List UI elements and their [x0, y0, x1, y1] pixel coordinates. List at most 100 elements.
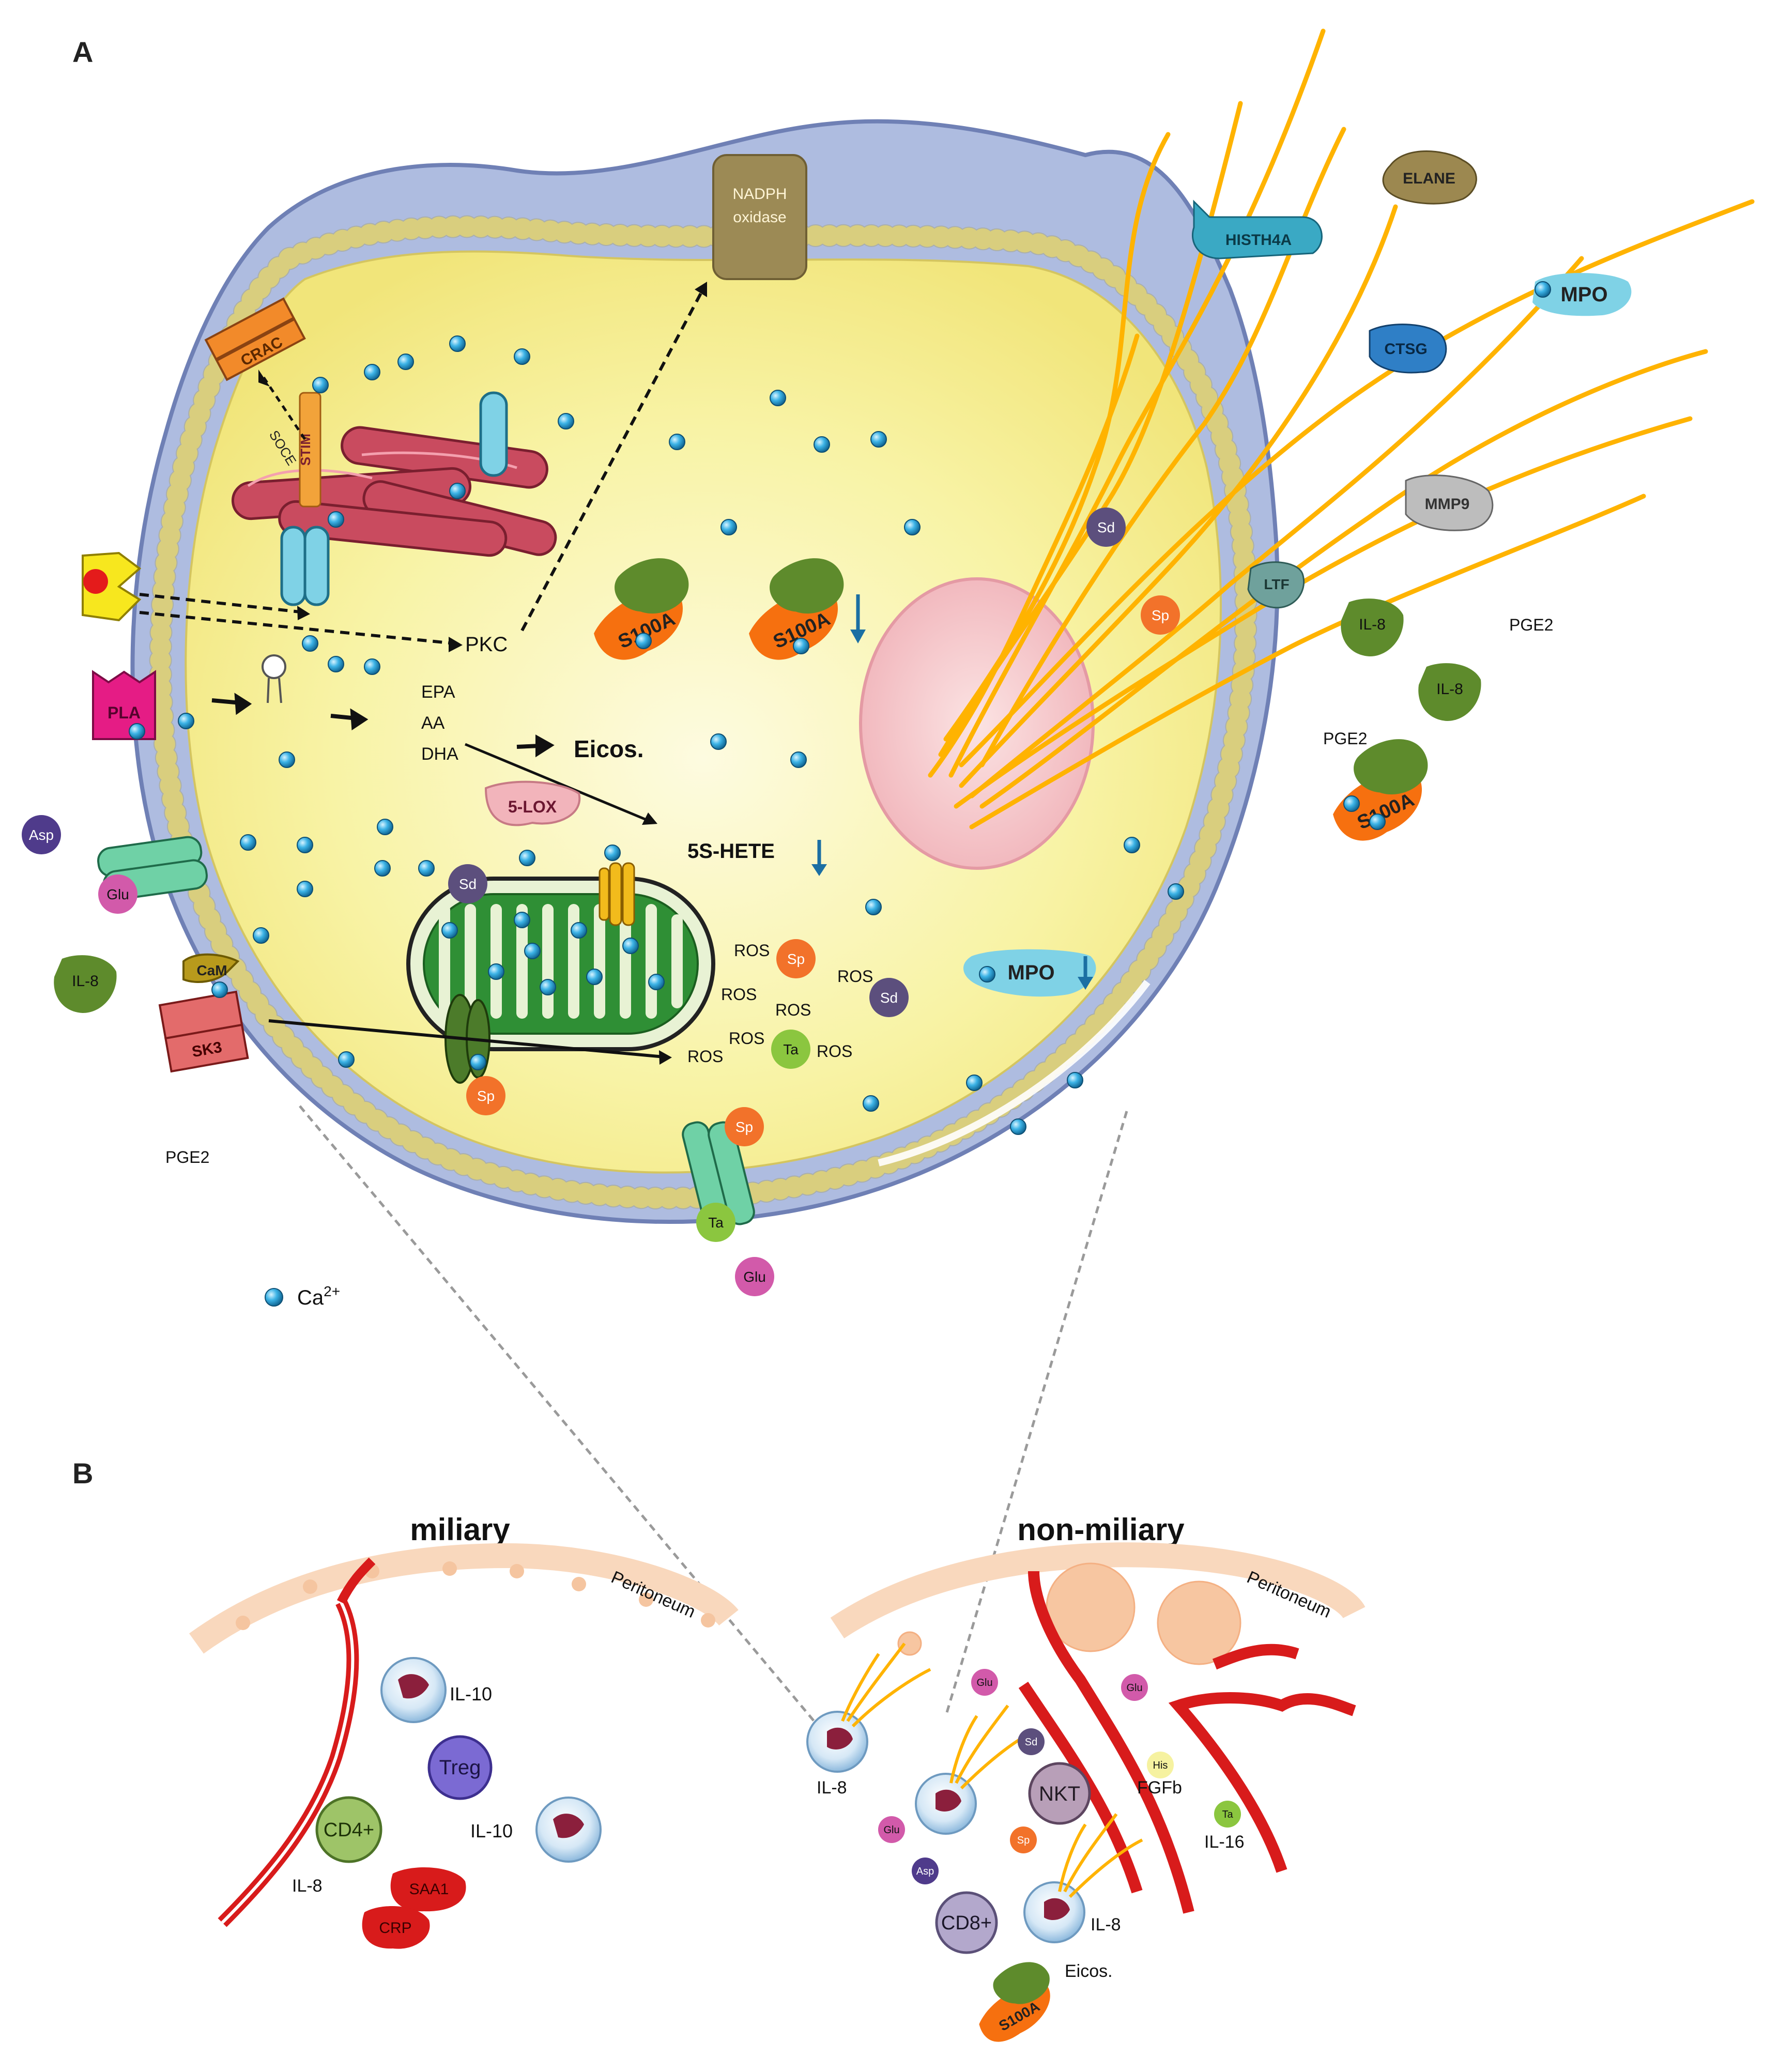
glu-molecule: Glu — [98, 874, 137, 914]
svg-text:EPA: EPA — [421, 682, 455, 702]
ta-molecule: Ta — [696, 1203, 735, 1242]
ltf-protein: LTF — [1247, 561, 1305, 609]
small-molecules-a: Sd Sp Sd Sp Sd Ta Sp Sp Ta Glu Asp Glu — [22, 508, 1180, 1296]
svg-text:Eicos.: Eicos. — [1065, 1961, 1113, 1981]
calcium-legend-icon — [265, 1288, 283, 1307]
svg-text:Treg: Treg — [439, 1756, 481, 1779]
svg-text:IL-8: IL-8 — [1436, 681, 1463, 698]
sp-molecule: Sp — [776, 939, 816, 978]
svg-text:CTSG: CTSG — [1384, 341, 1427, 358]
svg-text:5-LOX: 5-LOX — [508, 797, 557, 816]
sd-molecule: Sd — [869, 978, 909, 1017]
glu-molecule: Glu — [1121, 1674, 1148, 1701]
plasma-membrane — [150, 216, 1256, 1209]
svg-text:His: His — [1153, 1760, 1168, 1771]
il8-outside-3: IL-8 — [54, 955, 117, 1013]
svg-text:MMP9: MMP9 — [1425, 496, 1470, 513]
sp-molecule: Sp — [1141, 595, 1180, 635]
svg-text:ROS: ROS — [775, 1001, 811, 1019]
histh4a-protein: HISTH4A — [1191, 199, 1323, 259]
svg-text:Glu: Glu — [106, 886, 129, 902]
svg-text:IL-8: IL-8 — [1359, 616, 1386, 633]
svg-text:ROS: ROS — [721, 985, 757, 1004]
svg-text:CRP: CRP — [379, 1920, 411, 1937]
crp-protein: CRP — [362, 1906, 430, 1949]
svg-text:Sp: Sp — [1152, 607, 1169, 623]
non-miliary-title: non-miliary — [1017, 1512, 1185, 1547]
svg-text:Sd: Sd — [1097, 519, 1115, 535]
glu-molecule: Glu — [735, 1257, 774, 1296]
phospholipid — [262, 654, 286, 703]
endoplasmic-reticulum — [231, 426, 557, 557]
svg-text:PLA: PLA — [108, 703, 141, 722]
svg-text:Sp: Sp — [735, 1119, 753, 1135]
svg-text:Sd: Sd — [880, 990, 898, 1006]
crac-channel: CRAC — [204, 297, 306, 381]
phospholipase-a: PLA — [92, 670, 156, 740]
svg-text:Glu: Glu — [1126, 1682, 1142, 1694]
hete-arrow — [465, 743, 652, 823]
pathway-arrows — [211, 693, 555, 758]
sp-molecule: Sp — [466, 1076, 505, 1115]
svg-text:Ta: Ta — [708, 1215, 724, 1231]
sd-molecule: Sd — [1018, 1728, 1045, 1755]
svg-text:MPO: MPO — [1007, 961, 1054, 984]
svg-text:CaM: CaM — [196, 962, 227, 978]
ta-molecule: Ta — [1214, 1801, 1241, 1828]
asp-molecule: Asp — [22, 815, 61, 854]
svg-text:Asp: Asp — [916, 1866, 934, 1877]
svg-text:ROS: ROS — [837, 967, 873, 986]
glu-molecule: Glu — [878, 1816, 905, 1843]
svg-text:LTF: LTF — [1264, 576, 1289, 592]
sk3-to-ros-arrow — [268, 1019, 665, 1058]
svg-text:NADPH: NADPH — [732, 186, 787, 203]
svg-text:Glu: Glu — [883, 1824, 899, 1836]
sp-molecule: Sp — [1010, 1827, 1037, 1853]
mitochondrion — [406, 877, 715, 1051]
net-neutrophil — [915, 1705, 1035, 1835]
svg-text:Ta: Ta — [783, 1041, 799, 1057]
mpo-protein: MPO — [1532, 273, 1632, 316]
svg-text:Sp: Sp — [1017, 1835, 1030, 1846]
s100a-b: S100A — [979, 1962, 1050, 2042]
saa1-protein: SAA1 — [390, 1867, 466, 1912]
miliary-panel: miliary Peritoneum IL-10 Treg CD4+ IL-10 — [189, 1512, 739, 1949]
gpcr-receptor — [82, 551, 142, 622]
glu-molecule: Glu — [971, 1669, 998, 1696]
calcium-ions — [129, 281, 1551, 1135]
svg-text:Sp: Sp — [477, 1088, 495, 1104]
svg-text:Asp: Asp — [29, 827, 54, 843]
membrane-channel-bottom — [682, 1121, 755, 1225]
non-miliary-panel: non-miliary Peritoneum IL-8 IL — [806, 1512, 1366, 2042]
panel-label-b: B — [72, 1457, 93, 1490]
svg-text:ROS: ROS — [687, 1047, 723, 1066]
svg-text:ROS: ROS — [817, 1042, 852, 1061]
sd-molecule: Sd — [448, 864, 487, 903]
treg-cell: Treg — [427, 1735, 493, 1800]
5-lox-enzyme: 5-LOX — [484, 780, 581, 826]
svg-text:Glu: Glu — [976, 1677, 992, 1689]
ip3-receptor — [280, 391, 508, 606]
net-neutrophil — [806, 1643, 931, 1773]
il8-outside-1: IL-8 — [1341, 598, 1404, 656]
svg-text:HISTH4A: HISTH4A — [1225, 232, 1292, 249]
cd4-cell: CD4+ — [315, 1796, 382, 1863]
sd-molecule: Sd — [1086, 508, 1126, 547]
5s-hete-label: 5S-HETE — [687, 840, 775, 863]
svg-text:Sp: Sp — [787, 951, 805, 967]
neutrophil-il10-a — [380, 1657, 447, 1723]
mitochondrial-channel — [599, 862, 635, 926]
cristae — [439, 904, 683, 1019]
svg-text:CD4+: CD4+ — [324, 1819, 374, 1841]
panel-label-a: A — [72, 36, 93, 68]
stim-protein: STIM — [298, 392, 321, 508]
svg-text:NKT: NKT — [1039, 1783, 1080, 1805]
svg-text:IL-8: IL-8 — [817, 1778, 847, 1798]
svg-text:IL-16: IL-16 — [1204, 1832, 1245, 1852]
svg-text:ROS: ROS — [734, 941, 770, 960]
his-molecule: His — [1147, 1752, 1174, 1778]
svg-text:IL-10: IL-10 — [470, 1820, 513, 1841]
pge2-label-2: PGE2 — [1323, 729, 1367, 748]
